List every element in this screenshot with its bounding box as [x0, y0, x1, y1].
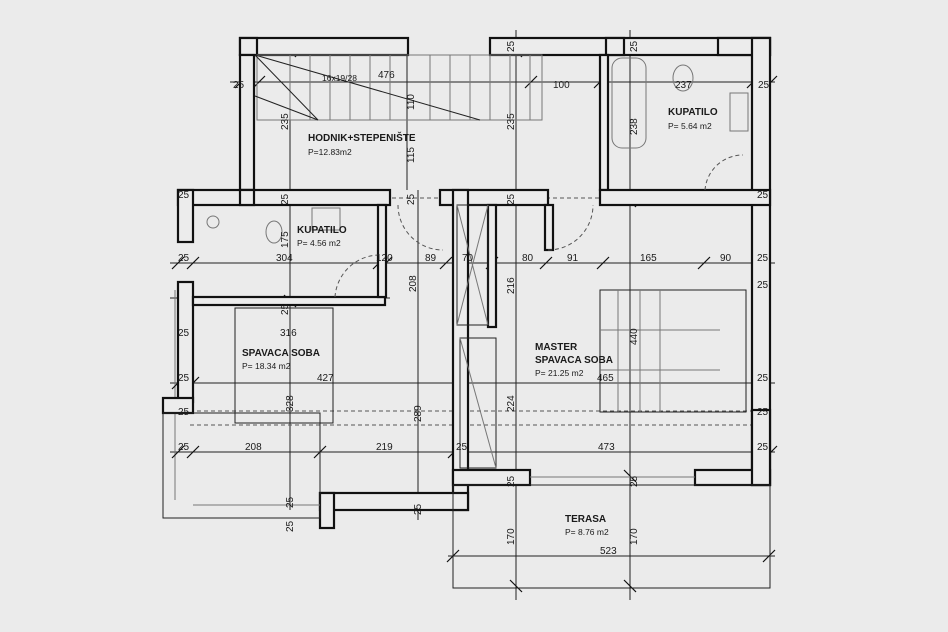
bedroom-bed [234, 307, 334, 424]
dim-label: 80 [522, 253, 534, 264]
sink-left [311, 207, 341, 231]
dim-label: 25 [178, 328, 190, 339]
dimension-labels: 25 476 100 237 25 25 304 120 89 70 80 91… [178, 70, 770, 557]
dim-label: 170 [629, 528, 640, 545]
dim-label: 476 [378, 70, 395, 81]
dim-label: 25 [757, 280, 769, 291]
door-swing [704, 154, 744, 191]
master-bed [599, 289, 747, 413]
dim-label: 25 [629, 40, 640, 52]
dim-label: 304 [276, 253, 293, 264]
dim-label: 25 [757, 190, 769, 201]
toilet-upper [672, 64, 694, 92]
fixtures [206, 57, 749, 469]
room-name-terrace: TERASA [565, 514, 606, 525]
dim-label: 90 [720, 253, 732, 264]
dim-label: 25 [456, 442, 468, 453]
wardrobe [456, 204, 489, 326]
dim-label: 208 [408, 275, 419, 292]
dim-label: 289 [413, 405, 424, 422]
dim-label: 25 [758, 80, 770, 91]
stair-note: 16x19/28 [322, 73, 357, 83]
door-swing [397, 204, 444, 251]
dim-label: 25 [629, 475, 640, 487]
room-name-hallway: HODNIK+STEPENIŠTE [308, 131, 416, 144]
dim-label: 91 [567, 253, 579, 264]
sink-upper [729, 92, 749, 132]
dim-label: 170 [506, 528, 517, 545]
dim-label: 440 [629, 328, 640, 345]
dim-label: 316 [280, 328, 297, 339]
dim-label: 25 [280, 193, 291, 205]
dim-label: 328 [285, 395, 296, 412]
room-area-bedroom: P= 18.34 m2 [242, 361, 291, 371]
dim-label: 25 [178, 253, 190, 264]
dim-label: 115 [406, 147, 417, 163]
dim-label: 523 [600, 546, 617, 557]
vertical-dimension-labels: 235 110 115 235 238 175 208 216 440 328 … [178, 40, 769, 545]
dim-label: 25 [506, 193, 517, 205]
dim-label: 25 [757, 373, 769, 384]
dim-label: 208 [245, 442, 262, 453]
dim-label: 110 [406, 94, 417, 110]
room-area-hallway: P=12.83m2 [308, 147, 352, 157]
dim-label: 25 [757, 253, 769, 264]
dim-label: 25 [506, 475, 517, 487]
room-area-bath-upper: P= 5.64 m2 [668, 121, 712, 131]
dim-label: 219 [376, 442, 393, 453]
dim-label: 216 [506, 277, 517, 294]
dim-label: 25 [285, 520, 296, 532]
door-swing [547, 204, 594, 251]
dim-label: 25 [178, 373, 190, 384]
dimension-lines [170, 30, 775, 600]
room-area-terrace: P= 8.76 m2 [565, 527, 609, 537]
dim-label: 25 [280, 303, 291, 315]
room-name-bedroom: SPAVACA SOBA [242, 348, 320, 359]
room-area-master: P= 21.25 m2 [535, 368, 584, 378]
dim-label: 465 [597, 373, 614, 384]
dim-label: 165 [640, 253, 657, 264]
dim-label: 427 [317, 373, 334, 384]
dim-label: 224 [506, 395, 517, 412]
dim-label: 25 [406, 193, 417, 205]
toilet-left [265, 220, 283, 244]
dim-label: 89 [425, 253, 437, 264]
door-swing [334, 254, 379, 298]
dim-label: 120 [376, 253, 393, 264]
dim-label: 237 [675, 80, 692, 91]
dim-label: 25 [178, 442, 190, 453]
dim-label: 235 [280, 113, 291, 130]
room-name-master-1: MASTER [535, 342, 578, 353]
room-name-bath-upper: KUPATILO [668, 107, 718, 118]
staircase [254, 54, 543, 121]
room-name-master-2: SPAVACA SOBA [535, 355, 613, 366]
dim-label: 25 [285, 496, 296, 508]
dim-label: 25 [233, 80, 245, 91]
dim-label: 25 [178, 407, 190, 418]
dim-label: 25 [757, 442, 769, 453]
bathtub [611, 57, 647, 149]
dim-label: 25 [506, 40, 517, 52]
dim-label: 235 [506, 113, 517, 130]
wardrobe-2 [459, 337, 497, 469]
dim-label: 238 [629, 118, 640, 135]
shower-left [206, 215, 220, 229]
dim-label: 25 [413, 503, 424, 515]
dim-label: 70 [462, 253, 474, 264]
room-name-bath-left: KUPATILO [297, 225, 347, 236]
room-area-bath-left: P= 4.56 m2 [297, 238, 341, 248]
dim-label: 25 [757, 407, 769, 418]
dim-label: 25 [178, 190, 190, 201]
dim-label: 100 [553, 80, 570, 91]
dim-label: 175 [280, 231, 291, 248]
dim-label: 473 [598, 442, 615, 453]
